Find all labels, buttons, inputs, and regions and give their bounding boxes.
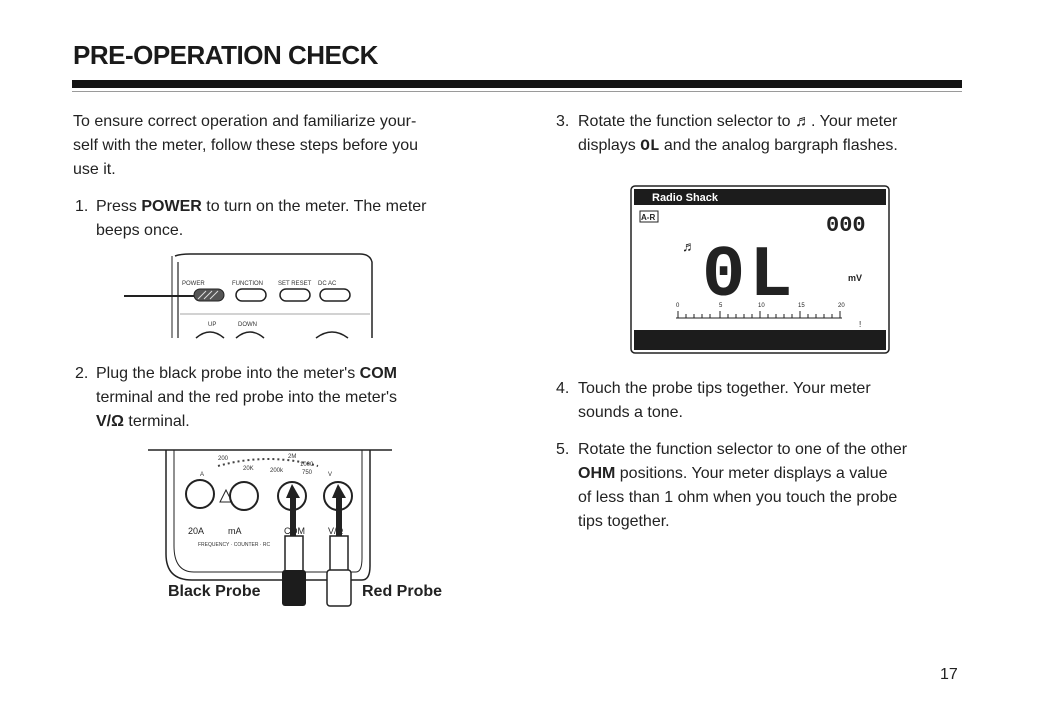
- svg-text:V/Ω: V/Ω: [328, 526, 344, 536]
- step-3-number: 3.: [556, 113, 570, 130]
- page-title: PRE-OPERATION CHECK: [73, 40, 378, 70]
- red-probe-label: Red Probe: [362, 583, 443, 600]
- black-probe-label: Black Probe: [168, 583, 261, 600]
- svg-text:SET RESET: SET RESET: [278, 281, 312, 287]
- step-2-number: 2.: [75, 365, 89, 382]
- brand-text: Radio Shack: [652, 192, 719, 204]
- svg-text:POWER: POWER: [182, 281, 205, 287]
- intro-paragraph: To ensure correct operation and familiar…: [73, 113, 419, 178]
- svg-text:20A: 20A: [188, 526, 204, 536]
- svg-text:0L: 0L: [702, 235, 796, 317]
- svg-text:DC AC: DC AC: [318, 281, 337, 287]
- step-5-text: Rotate the function selector to one of t…: [578, 441, 908, 530]
- svg-text:200k: 200k: [270, 468, 284, 474]
- svg-text:FREQUENCY · COUNTER · RC: FREQUENCY · COUNTER · RC: [198, 542, 271, 548]
- step-4-text: Touch the probe tips together. Your mete…: [578, 380, 871, 421]
- svg-text:!: !: [859, 320, 861, 329]
- svg-text:mA: mA: [228, 526, 242, 536]
- lcd-display-figure: Radio Shack A-R 000 ♬ 0L mV 0 5 10 15 20…: [630, 185, 890, 354]
- svg-text:V: V: [328, 472, 332, 478]
- svg-text:5: 5: [719, 303, 723, 309]
- svg-text:20K: 20K: [243, 466, 254, 472]
- svg-text:200: 200: [218, 456, 229, 462]
- step-1-text: Press POWER to turn on the meter. The me…: [96, 198, 427, 239]
- svg-text:FUNCTION: FUNCTION: [232, 281, 263, 287]
- svg-text:♬: ♬: [682, 238, 696, 254]
- svg-text:20: 20: [838, 303, 845, 309]
- svg-text:0: 0: [676, 303, 680, 309]
- svg-text:10: 10: [758, 303, 765, 309]
- title-rule-thin: [72, 91, 962, 92]
- svg-text:2M: 2M: [288, 454, 296, 460]
- step-4-number: 4.: [556, 380, 570, 397]
- probe-terminal-figure: 200 20K 2M 200k 1000 750 A V 20A mA COM …: [148, 449, 392, 607]
- svg-text:A: A: [200, 472, 204, 478]
- svg-text:000: 000: [826, 213, 866, 238]
- meter-buttons-figure: POWER FUNCTION SET RESET DC AC UP DOWN: [124, 253, 373, 339]
- step-1-number: 1.: [75, 198, 89, 215]
- svg-text:1000: 1000: [300, 462, 314, 468]
- svg-text:UP: UP: [208, 322, 216, 328]
- svg-text:DOWN: DOWN: [238, 322, 257, 328]
- step-5-number: 5.: [556, 441, 570, 458]
- svg-text:750: 750: [302, 470, 313, 476]
- title-rule: [72, 80, 962, 88]
- svg-text:A-R: A-R: [641, 213, 655, 222]
- step-2-text: Plug the black probe into the meter's CO…: [96, 365, 397, 430]
- page-number: 17: [940, 666, 958, 683]
- svg-text:mV: mV: [848, 273, 862, 283]
- svg-text:15: 15: [798, 303, 805, 309]
- step-3-text: Rotate the function selector to ♬. Your …: [578, 113, 898, 155]
